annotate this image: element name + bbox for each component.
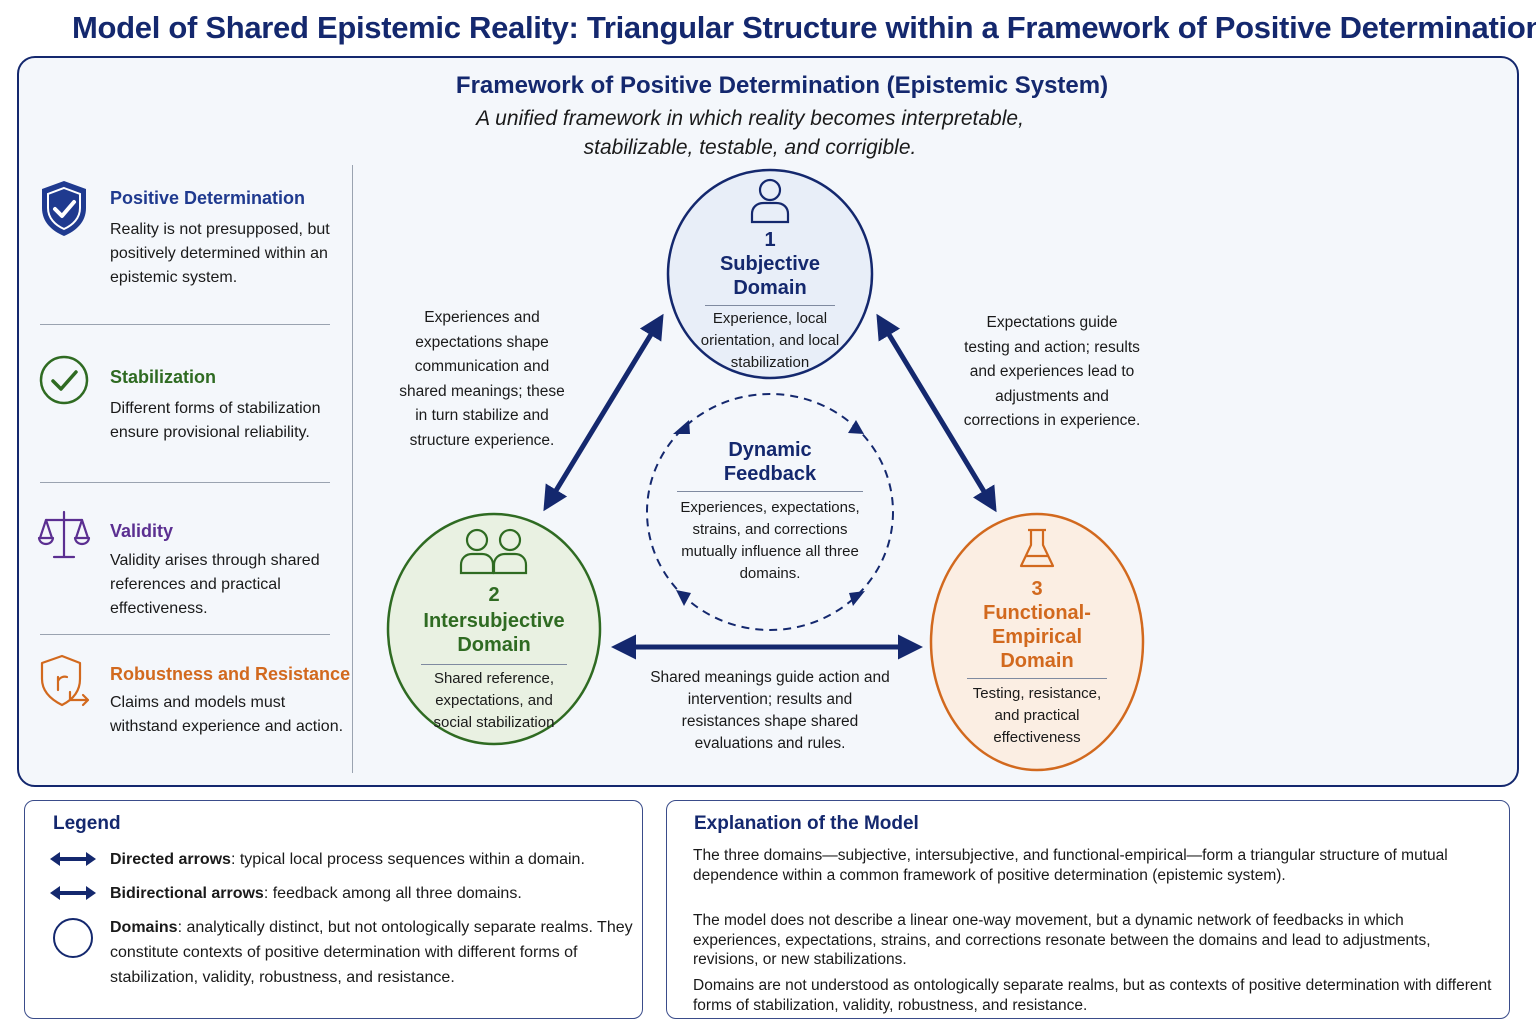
sidebar-item-text: Reality is not presupposed, but positive… xyxy=(110,221,330,286)
feedback-loop xyxy=(646,393,894,631)
sidebar-separator xyxy=(40,482,330,483)
sidebar-item-title: Stabilization xyxy=(110,367,217,387)
framework-subtitle: A unified framework in which reality bec… xyxy=(476,107,1024,159)
framework-title: Framework of Positive Determination (Epi… xyxy=(455,72,1109,99)
legend-term: Bidirectional arrows xyxy=(110,885,264,902)
sidebar-item-title: Validity xyxy=(110,521,174,541)
explanation-paragraph: Domains are not understood as ontologica… xyxy=(693,977,1492,1014)
functional-domain-text: Testing, resistance, and practical effec… xyxy=(972,685,1102,746)
directed-arrow-icon xyxy=(50,852,96,866)
node-rule xyxy=(705,305,835,306)
legend-item: Domains: analytically distinct, but not … xyxy=(110,915,635,990)
legend-item: Bidirectional arrows: feedback among all… xyxy=(110,881,635,906)
sidebar-separator xyxy=(40,324,330,325)
functional-domain-number: 3 xyxy=(1031,578,1043,600)
subjective-domain-number: 1 xyxy=(764,229,776,251)
subjective-domain-title: Subjective Domain xyxy=(719,253,821,299)
subjective-domain-text: Experience, local orientation, and local… xyxy=(700,310,840,371)
node-rule xyxy=(421,664,567,665)
shield-check-icon xyxy=(42,181,86,236)
intersubjective-domain-title: Intersubjective Domain xyxy=(423,610,565,656)
scales-icon xyxy=(37,510,91,559)
legend-text: : analytically distinct, but not ontolog… xyxy=(110,919,633,986)
feedback-arrowhead xyxy=(849,591,865,606)
explanation-title: Explanation of the Model xyxy=(694,813,919,834)
right-bidirectional-arrow xyxy=(876,313,997,513)
explanation-box xyxy=(666,800,1510,1019)
sidebar-item-title: Positive Determination xyxy=(110,188,306,208)
page-title: Model of Shared Epistemic Reality: Trian… xyxy=(72,10,1536,45)
intersubjective-domain-number: 2 xyxy=(488,584,500,606)
legend-item: Directed arrows: typical local process s… xyxy=(110,847,635,872)
feedback-arrowhead xyxy=(848,420,864,434)
legend-box xyxy=(24,800,643,1019)
intersubjective-domain-node xyxy=(386,512,602,746)
feedback-arrowhead xyxy=(676,590,691,606)
person-icon xyxy=(750,178,790,224)
legend-title: Legend xyxy=(53,813,121,834)
sidebar-separator xyxy=(40,634,330,635)
legend-text: : typical local process sequences within… xyxy=(230,851,585,868)
sidebar-item-title: Robustness and Resistance xyxy=(110,664,351,684)
sidebar-item-text: Different forms of stabilization ensure … xyxy=(110,400,321,441)
functional-domain-node xyxy=(929,512,1145,772)
shield-arrow-icon xyxy=(40,654,90,707)
sidebar-item-text: Validity arises through shared reference… xyxy=(110,552,320,617)
intersubjective-domain-text: Shared reference, expectations, and soci… xyxy=(433,670,555,731)
right-edge-text: Expectations guide testing and action; r… xyxy=(963,314,1141,430)
check-circle-icon xyxy=(39,355,89,405)
left-edge-text: Experiences and expectations shape commu… xyxy=(399,309,565,449)
explanation-paragraph: The model does not describe a linear one… xyxy=(693,912,1431,968)
functional-domain-title: Functional-Empirical Domain xyxy=(983,602,1091,672)
feedback-text: Experiences, expectations, strains, and … xyxy=(680,499,860,582)
legend-text: : feedback among all three domains. xyxy=(263,885,522,902)
left-bidirectional-arrow xyxy=(543,313,664,512)
node-rule xyxy=(677,491,863,492)
flask-icon xyxy=(1019,528,1055,568)
feedback-arrowhead xyxy=(673,420,690,434)
explanation-paragraph: The three domains—subjective, intersubje… xyxy=(693,847,1448,884)
two-people-icon xyxy=(459,528,528,575)
subjective-domain-node xyxy=(666,168,874,380)
legend-term: Directed arrows xyxy=(110,851,231,868)
sidebar-item-text: Claims and models must withstand experie… xyxy=(110,694,344,735)
domain-circle-icon xyxy=(53,918,93,958)
sidebar-divider xyxy=(352,165,353,773)
legend-term: Domains xyxy=(110,919,178,936)
bidirectional-arrow-icon xyxy=(50,886,96,900)
bottom-edge-text: Shared meanings guide action and interve… xyxy=(650,669,890,752)
node-rule xyxy=(967,678,1107,679)
feedback-title: Dynamic Feedback xyxy=(723,439,817,485)
